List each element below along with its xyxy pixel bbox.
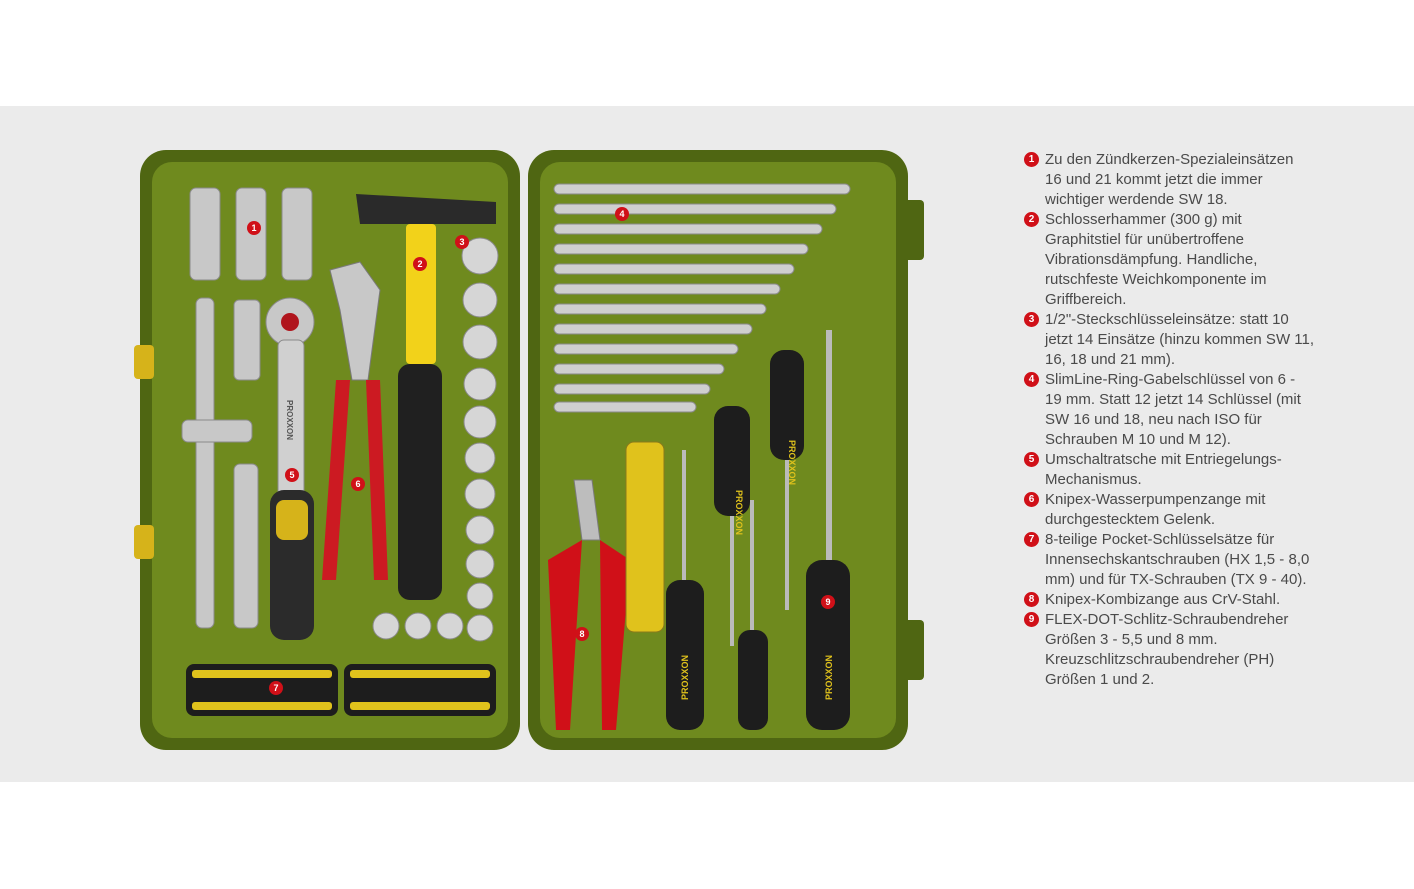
toolbox-image: 1 2 3 4 5 6 7 8 9 PROXXON PROXXON PROXXO… bbox=[134, 150, 924, 750]
combination-pliers bbox=[548, 479, 630, 730]
legend-number-7: 7 bbox=[1024, 532, 1039, 547]
legend-number-8: 8 bbox=[1024, 592, 1039, 607]
marker-8 bbox=[575, 627, 589, 641]
brand-text-screwdriver-4: PROXXON bbox=[787, 440, 797, 485]
legend-text-2: Schlosserhammer (300 g) mit Graphitstiel… bbox=[1045, 211, 1267, 308]
legend-item-5: 5 Umschaltratsche mit Entriegelungs-Mecha… bbox=[1024, 450, 1314, 490]
marker-1-label: 1 bbox=[251, 223, 256, 233]
legend-text-9: FLEX-DOT-Schlitz-Schraubendreher Größen … bbox=[1045, 611, 1289, 688]
legend-number-1: 1 bbox=[1024, 152, 1039, 167]
combination-wrenches bbox=[553, 183, 851, 413]
legend-number-3: 3 bbox=[1024, 312, 1039, 327]
legend-number-5: 5 bbox=[1024, 452, 1039, 467]
feature-legend: 1 Zu den Zündkerzen-Spezialeinsätzen 16 u… bbox=[1024, 150, 1314, 690]
marker-6 bbox=[351, 477, 365, 491]
legend-text-8: Knipex-Kombizange aus CrV-Stahl. bbox=[1045, 591, 1281, 608]
marker-1 bbox=[247, 221, 261, 235]
legend-item-3: 3 1/2"-Steckschlüsseleinsätze: statt 10 j… bbox=[1024, 310, 1314, 370]
marker-8-label: 8 bbox=[579, 629, 584, 639]
voltage-tester bbox=[625, 441, 665, 633]
marker-9 bbox=[821, 595, 835, 609]
legend-text-5: Umschaltratsche mit Entriegelungs-Mechan… bbox=[1045, 451, 1282, 488]
marker-3 bbox=[455, 235, 469, 249]
legend-item-7: 7 8-teilige Pocket-Schlüsselsätze für Inn… bbox=[1024, 530, 1314, 590]
brand-text-screwdriver-3: PROXXON bbox=[734, 490, 744, 535]
legend-number-6: 6 bbox=[1024, 492, 1039, 507]
legend-text-3: 1/2"-Steckschlüsseleinsätze: statt 10 je… bbox=[1045, 311, 1315, 368]
legend-text-6: Knipex-Wasserpumpenzange mit durchgestec… bbox=[1045, 491, 1266, 528]
legend-number-4: 4 bbox=[1024, 372, 1039, 387]
screwdrivers bbox=[666, 330, 850, 730]
marker-5 bbox=[285, 468, 299, 482]
ratchet bbox=[265, 297, 315, 640]
marker-7-label: 7 bbox=[273, 683, 278, 693]
legend-text-1: Zu den Zündkerzen-Spezialeinsätzen 16 un… bbox=[1045, 151, 1294, 208]
marker-5-label: 5 bbox=[289, 470, 294, 480]
marker-7 bbox=[269, 681, 283, 695]
latch-top bbox=[134, 345, 154, 379]
brand-text-ratchet: PROXXON bbox=[285, 400, 294, 440]
latch-bottom bbox=[134, 525, 154, 559]
hammer bbox=[356, 194, 496, 600]
hinge-top bbox=[902, 200, 924, 260]
pocket-key-sets bbox=[186, 664, 496, 716]
hinge-bottom bbox=[902, 620, 924, 680]
legend-item-8: 8 Knipex-Kombizange aus CrV-Stahl. bbox=[1024, 590, 1314, 610]
marker-6-label: 6 bbox=[355, 479, 360, 489]
legend-item-1: 1 Zu den Zündkerzen-Spezialeinsätzen 16 u… bbox=[1024, 150, 1314, 210]
socket-column bbox=[372, 237, 499, 642]
marker-9-label: 9 bbox=[825, 597, 830, 607]
brand-text-screwdriver-2: PROXXON bbox=[824, 655, 834, 700]
marker-2-label: 2 bbox=[417, 259, 422, 269]
legend-item-9: 9 FLEX-DOT-Schlitz-Schraubendreher Größen… bbox=[1024, 610, 1314, 690]
legend-item-6: 6 Knipex-Wasserpumpenzange mit durchgeste… bbox=[1024, 490, 1314, 530]
legend-number-2: 2 bbox=[1024, 212, 1039, 227]
marker-3-label: 3 bbox=[459, 237, 464, 247]
water-pump-pliers bbox=[322, 261, 388, 580]
legend-text-7: 8-teilige Pocket-Schlüsselsätze für Inne… bbox=[1045, 531, 1310, 588]
legend-text-4: SlimLine-Ring-Gabelschlüssel von 6 - 19 … bbox=[1045, 371, 1301, 448]
legend-number-9: 9 bbox=[1024, 612, 1039, 627]
marker-4-label: 4 bbox=[619, 209, 624, 219]
legend-item-4: 4 SlimLine-Ring-Gabelschlüssel von 6 - 19… bbox=[1024, 370, 1314, 450]
brand-text-screwdriver-1: PROXXON bbox=[680, 655, 690, 700]
legend-item-2: 2 Schlosserhammer (300 g) mit Graphitstie… bbox=[1024, 210, 1314, 310]
t-handle-bar bbox=[181, 297, 261, 629]
marker-4 bbox=[615, 207, 629, 221]
case-markers: 1 2 3 4 5 6 7 8 9 bbox=[247, 207, 835, 695]
marker-2 bbox=[413, 257, 427, 271]
